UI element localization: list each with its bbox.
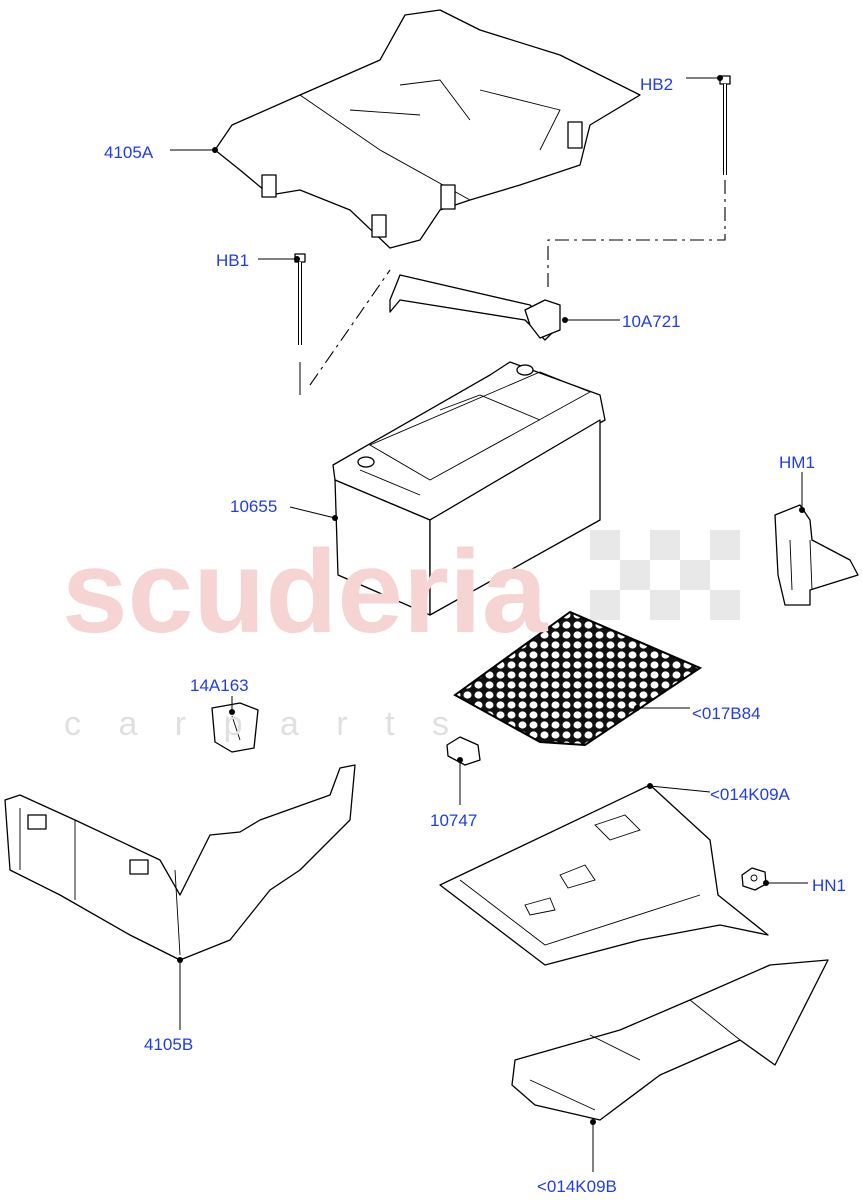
watermark-checker xyxy=(590,530,740,620)
callout-10655[interactable]: 10655 xyxy=(230,497,277,516)
callout-HB1[interactable]: HB1 xyxy=(216,251,249,270)
part-4105B-side-cover[interactable] xyxy=(4,764,356,961)
part-10A721-clamp[interactable] xyxy=(389,274,561,341)
callout-HB2[interactable]: HB2 xyxy=(640,75,673,94)
callout-4105A[interactable]: 4105A xyxy=(104,143,154,162)
callout-4105B[interactable]: 4105B xyxy=(144,1035,193,1054)
callout-014K09B[interactable]: <014K09B xyxy=(537,1177,617,1196)
callout-HM1[interactable]: HM1 xyxy=(779,453,815,472)
part-4105A-battery-cover[interactable] xyxy=(214,9,641,249)
assembly-line-hb1 xyxy=(309,269,391,386)
callout-10747[interactable]: 10747 xyxy=(430,811,477,830)
part-014K09B-support[interactable] xyxy=(511,959,829,1121)
part-HM1-terminal[interactable] xyxy=(774,504,859,606)
part-10747-clip[interactable] xyxy=(446,736,481,766)
part-HB2-bolt[interactable] xyxy=(719,75,731,175)
leaders xyxy=(170,75,808,1172)
part-HN1-nut[interactable] xyxy=(741,867,767,891)
part-017B84-mat[interactable] xyxy=(453,610,703,747)
watermark-sub: c a r p a r t s xyxy=(64,705,463,743)
callout-014K09A[interactable]: <014K09A xyxy=(710,785,791,804)
part-014K09A-tray[interactable] xyxy=(439,784,769,966)
callout-10A721[interactable]: 10A721 xyxy=(622,312,681,331)
part-14A163-clip[interactable] xyxy=(211,702,259,753)
part-HB1-bolt[interactable] xyxy=(294,253,306,345)
assembly-line-hb2 xyxy=(547,180,726,290)
callout-14A163[interactable]: 14A163 xyxy=(190,676,249,695)
part-10655-battery[interactable] xyxy=(332,361,606,616)
callout-HN1[interactable]: HN1 xyxy=(812,876,846,895)
callout-017B84[interactable]: <017B84 xyxy=(692,704,761,723)
